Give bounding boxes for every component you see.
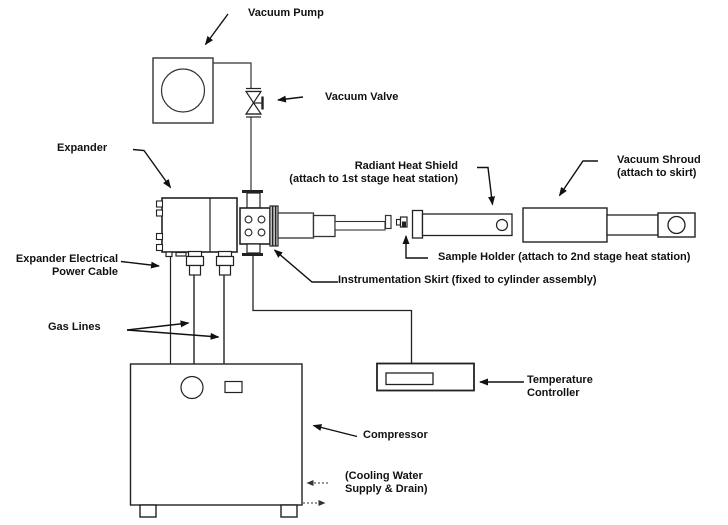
temperature-controller-label-line2: Controller [527,387,580,399]
gas-line-arrow-1 [126,320,190,331]
radiant-heat-shield-shape [411,209,513,239]
vacuum-shroud-shape [522,207,696,243]
instrumentation-skirt-shape [239,190,279,256]
instrumentation-skirt-label: Instrumentation Skirt (fixed to cylinder… [338,274,597,286]
gas-lines-label: Gas Lines [48,321,101,333]
expander-cable-label-line1: Expander Electrical [15,253,118,265]
expander-cable-arrow [120,260,160,269]
sample-holder-shape [395,216,408,228]
expander-arrow [132,148,172,189]
cold-head-tubes [277,212,392,239]
compressor-shape [129,363,303,518]
vacuum-shroud-label: Vacuum Shroud (attach to skirt) [617,154,701,180]
instrumentation-skirt-arrow [273,249,338,283]
radiant-heat-shield-arrow [477,166,496,206]
vacuum-pump-arrow [204,13,229,46]
vacuum-shroud-label-line2: (attach to skirt) [617,167,697,179]
sample-holder-label: Sample Holder (attach to 2nd stage heat … [438,251,691,263]
expander-label: Expander [57,142,108,154]
vacuum-pump-label: Vacuum Pump [248,7,324,19]
expander-electrical-power-cable-label: Expander Electrical Power Cable [6,253,118,279]
vacuum-valve-shape [244,87,264,118]
compressor-label: Compressor [363,429,428,441]
compressor-arrow [312,424,358,438]
radiant-heat-shield-label: Radiant Heat Shield (attach to 1st stage… [258,160,458,186]
vacuum-valve-arrow [277,95,304,103]
radiant-heat-shield-label-line1: Radiant Heat Shield [354,160,458,172]
expander-cable-label-line2: Power Cable [51,266,118,278]
radiant-heat-shield-label-line2: (attach to 1st stage heat station) [289,173,458,185]
sample-holder-arrow [402,235,428,259]
vacuum-pump-shape [152,57,214,124]
temperature-controller-label: Temperature Controller [527,374,593,400]
gas-line-arrow-2 [126,329,220,340]
gas-lines-lines [193,275,225,364]
gas-line-connectors [165,250,235,276]
cooling-water-label-line2: Supply & Drain) [345,483,428,495]
cooling-water-label-line1: (Cooling Water [345,470,423,482]
cooling-water-label: (Cooling Water Supply & Drain) [345,470,428,496]
temperature-controller-label-line1: Temperature [527,374,593,386]
expander-shape [155,197,238,253]
vacuum-shroud-arrow [558,160,598,197]
vacuum-valve-label: Vacuum Valve [325,91,399,103]
vacuum-shroud-label-line1: Vacuum Shroud [617,154,701,166]
vacuum-pipe-line [213,62,252,190]
sensor-cable-line [252,256,413,364]
temperature-controller-shape [376,362,475,392]
